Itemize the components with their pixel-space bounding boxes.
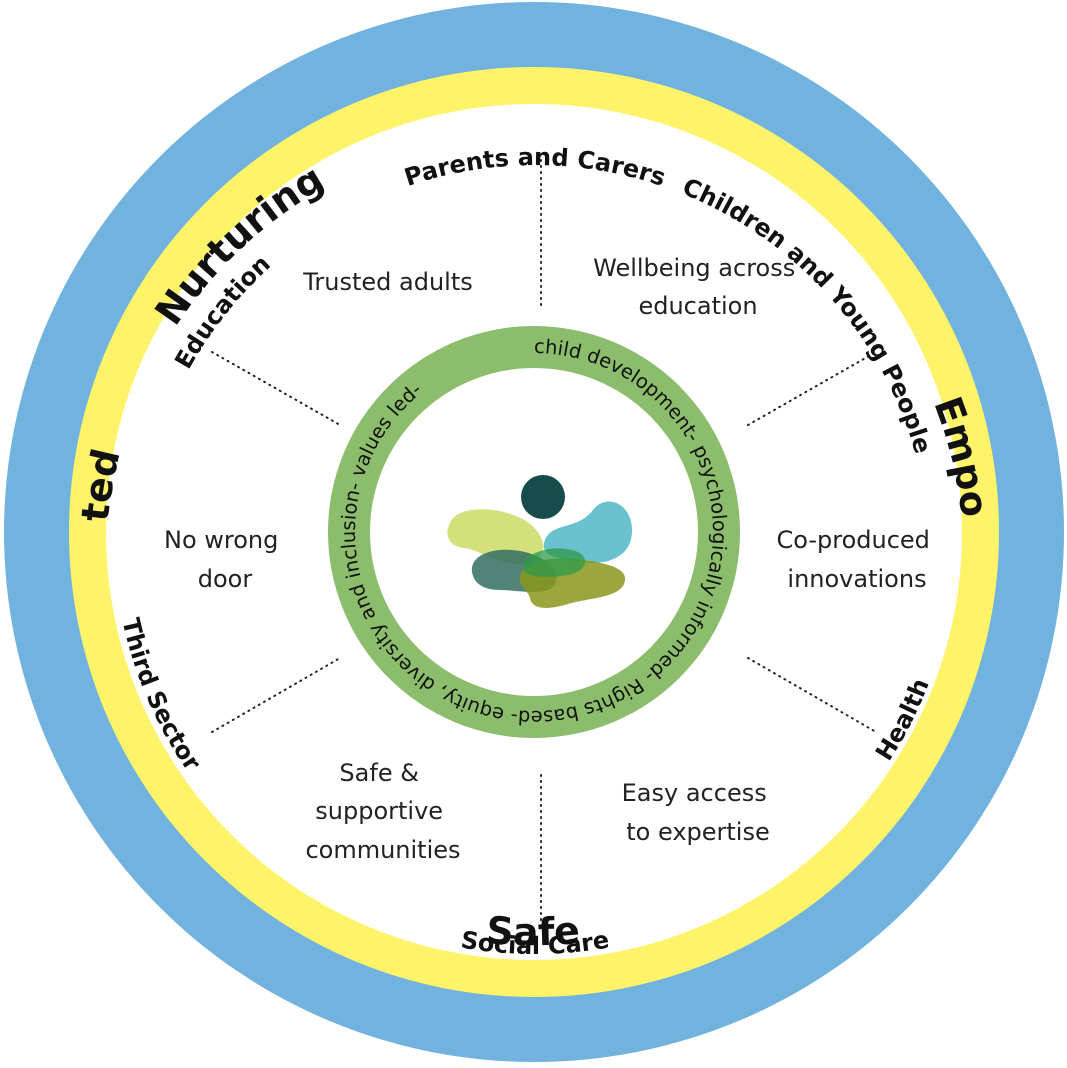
segment-easy-access-to-expertise: Easy access to expertise xyxy=(622,779,775,846)
segment-co-produced-innovations: Co-produced innovations xyxy=(776,526,937,593)
logo-shape-green xyxy=(524,548,586,577)
segment-safe-and-supportive-communities: Safe & supportive communities xyxy=(305,759,460,864)
label-safe: Safe xyxy=(485,908,581,954)
logo-head-icon xyxy=(521,475,565,519)
segment-no-wrong-door: No wrong door xyxy=(164,526,286,593)
divider-bottom-left xyxy=(211,657,341,733)
segment-trusted-adults: Trusted adults xyxy=(302,268,473,296)
logo-shape-teal xyxy=(543,501,633,563)
divider-top-left xyxy=(211,351,341,426)
abstract-figure-logo-icon xyxy=(447,475,633,608)
segment-wellbeing-across-education: Wellbeing across education xyxy=(593,254,803,320)
divider-top-right xyxy=(747,351,877,426)
divider-bottom-right xyxy=(747,657,877,733)
logo-shape-yellow xyxy=(447,509,544,564)
